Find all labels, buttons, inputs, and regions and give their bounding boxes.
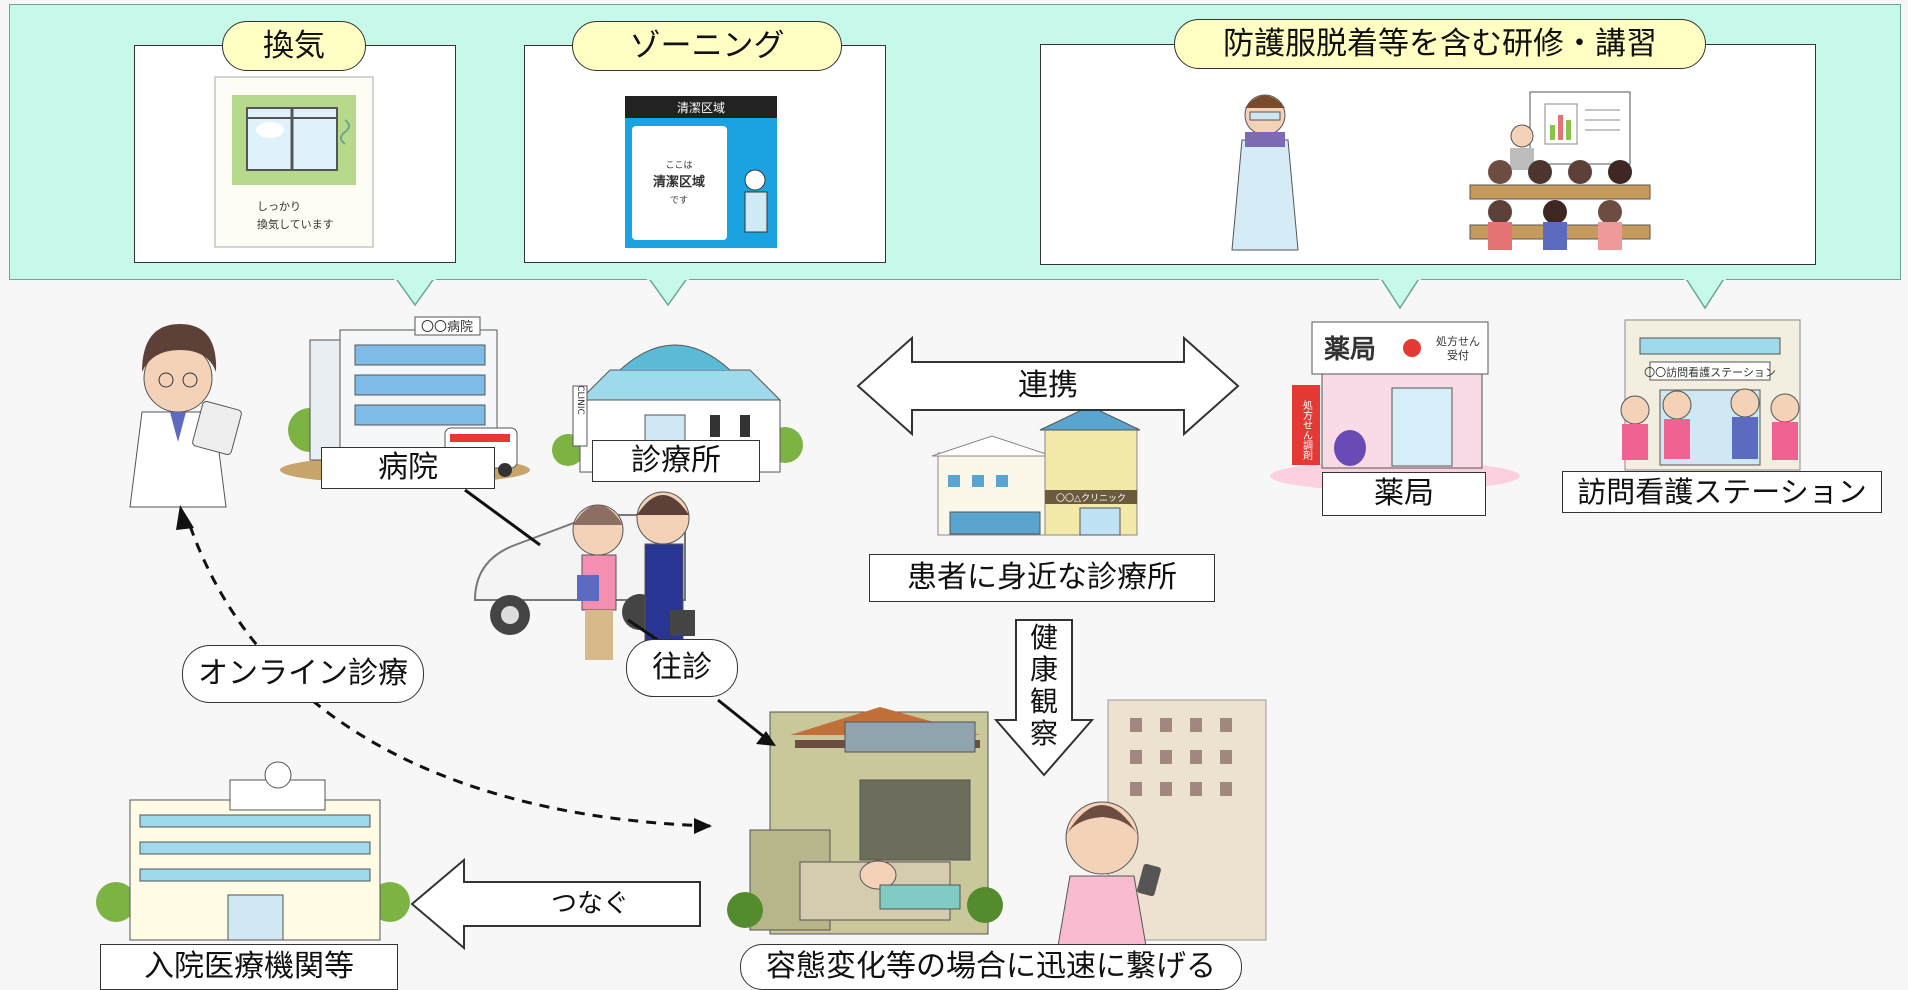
visiting-nurse-label: 訪問看護ステーション <box>1562 471 1882 513</box>
clinic-sign: CLINIC <box>575 385 585 415</box>
home-visit-arrowhead <box>756 731 776 746</box>
local-clinic-sign: 〇〇△クリニック <box>1056 493 1126 504</box>
pharmacy-sign-sub1: 処方せん <box>1436 334 1480 348</box>
sign-line1: ここは <box>665 160 692 171</box>
home-care-illustration <box>727 707 1003 935</box>
pharmacy-illustration: 薬局 処方せん 受付 処方せん調剤 <box>1270 321 1520 491</box>
connect-label: つなぐ <box>550 889 629 919</box>
ventilation-poster-illustration-front: しっかり 換気しています <box>214 76 374 248</box>
connect-arrow <box>410 857 701 951</box>
sign-header: 清潔区域 <box>677 101 725 115</box>
local-clinic-illustration: 〇〇△クリニック <box>931 405 1141 536</box>
ventilation-title: 換気 <box>222 21 366 71</box>
callout-pointer-ventilation <box>393 276 437 307</box>
pharmacy-banner: 処方せん調剤 <box>1301 399 1313 461</box>
callout-pointer-nursing <box>1683 276 1727 310</box>
training-title: 防護服脱着等を含む研修・講習 <box>1174 19 1706 69</box>
pharmacy-sign-sub2: 受付 <box>1447 349 1469 362</box>
cooperation-arrow <box>856 335 1240 437</box>
protective-gear-person-illustration-front <box>1231 94 1299 251</box>
visiting-staff-illustration <box>572 491 695 660</box>
pharmacy-sign: 薬局 <box>1324 335 1376 365</box>
home-label: 容態変化等の場合に迅速に繋げる <box>740 944 1242 990</box>
hospital-sign: 〇〇病院 <box>421 320 473 335</box>
panel-illustrations: しっかり 換気しています 清潔区域 ここは 清潔区域 です <box>214 76 1651 251</box>
doctor-illustration <box>129 324 242 508</box>
callout-pointer-pharmacy <box>1378 276 1422 310</box>
inpatient-label: 入院医療機関等 <box>100 944 398 990</box>
health-observation-label: 健康観察 <box>1029 621 1058 750</box>
visiting-nurse-station-illustration: 〇〇訪問看護ステーション <box>1620 319 1801 471</box>
hospital-to-car-line <box>464 488 541 547</box>
local-clinic-label: 患者に身近な診療所 <box>869 554 1215 602</box>
online-consultation-curve <box>186 519 711 828</box>
poster-line2: 換気しています <box>257 217 334 231</box>
online-consultation-label: オンライン診療 <box>182 645 424 703</box>
pharmacy-label: 薬局 <box>1322 472 1486 516</box>
training-panel <box>1040 44 1816 265</box>
home-visit-label: 往診 <box>626 639 738 697</box>
zoning-title: ゾーニング <box>572 21 842 71</box>
nursing-station-sign: 〇〇訪問看護ステーション <box>1644 365 1776 379</box>
sign-line3: です <box>670 195 688 206</box>
health-observation-arrow <box>993 619 1095 777</box>
lecture-room-illustration-front <box>1469 91 1651 250</box>
online-arrowhead-right <box>694 818 712 834</box>
poster-line1: しっかり <box>257 200 301 213</box>
callout-pointer-zoning <box>646 276 690 307</box>
home-visit-line <box>717 698 769 742</box>
zoning-sign-illustration-front: 清潔区域 ここは 清潔区域 です <box>625 96 777 248</box>
hospital-label: 病院 <box>321 447 495 489</box>
sign-line2: 清潔区域 <box>653 174 705 190</box>
clinic-label: 診療所 <box>592 440 760 482</box>
online-arrowhead-top <box>176 505 194 530</box>
inpatient-facility-illustration <box>96 761 410 941</box>
patient-with-phone-illustration <box>1057 801 1161 947</box>
cooperation-label: 連携 <box>1018 368 1078 403</box>
